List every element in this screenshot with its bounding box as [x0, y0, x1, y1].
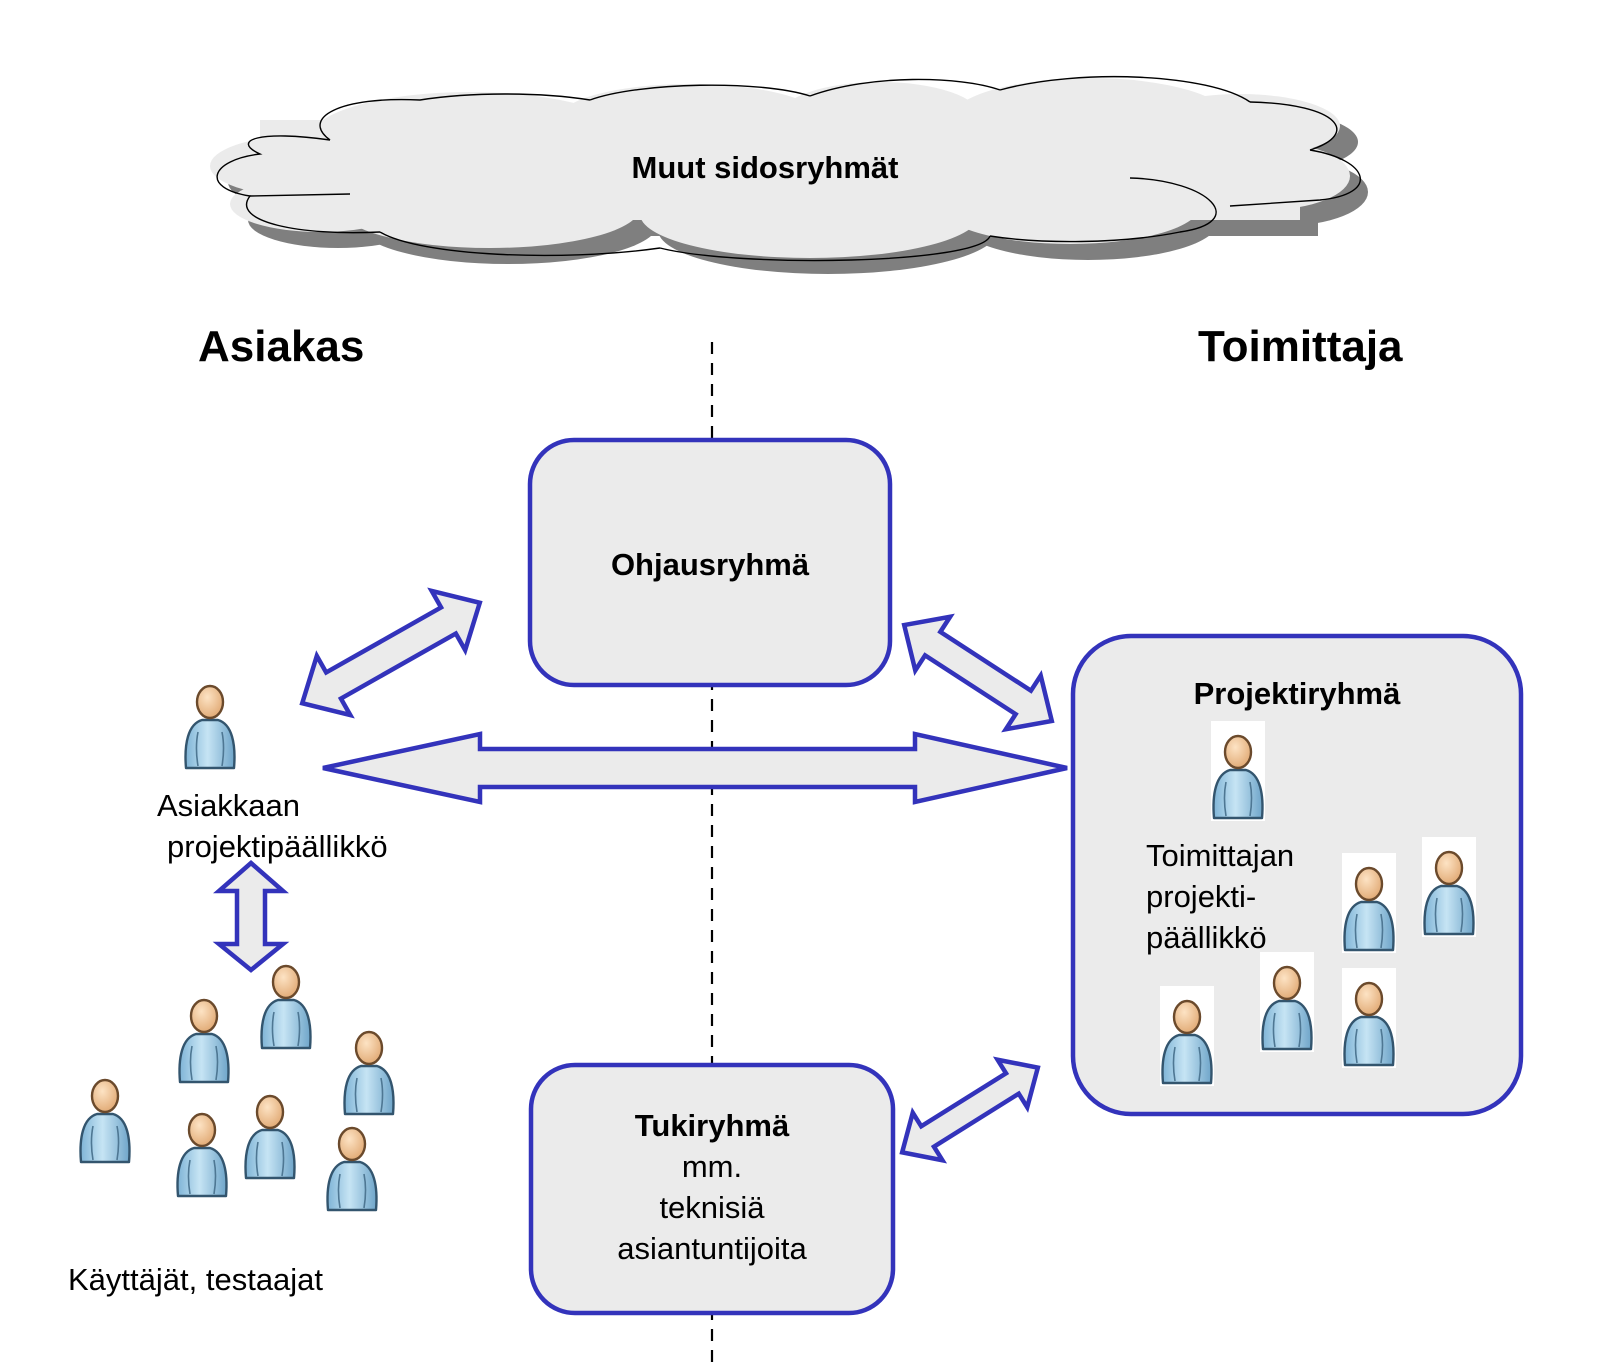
steering-group-box — [527, 437, 893, 688]
customer-side-title: Asiakas — [198, 322, 365, 371]
person-icon — [79, 1078, 131, 1164]
arrow-horizontal — [322, 731, 1068, 805]
person-icon — [343, 1030, 395, 1116]
person-icon — [184, 684, 236, 770]
supplier-persons — [1160, 721, 1476, 1086]
project-group-label: Projektiryhmä — [1193, 676, 1401, 711]
person-icon — [176, 1112, 228, 1198]
person-icon — [326, 1126, 378, 1212]
cloud-outline — [216, 75, 1361, 262]
support-group-box — [528, 1062, 896, 1316]
support-group-label: Tukiryhmä mm. teknisiä asiantuntijoita — [531, 1105, 893, 1269]
person-icon — [244, 1094, 296, 1180]
supplier-manager-label: Toimittajan projekti- päällikkö — [1146, 838, 1295, 955]
arrow-support-project — [899, 1056, 1041, 1164]
arrow-steering-project — [901, 613, 1055, 733]
customer-manager-label: Asiakkaan projektipäällikkö — [157, 788, 388, 864]
arrow-manager-users — [212, 860, 290, 973]
person-icon — [260, 964, 312, 1050]
person-icon — [178, 998, 230, 1084]
supplier-side-title: Toimittaja — [1198, 322, 1403, 371]
steering-group-label: Ohjausryhmä — [610, 547, 810, 582]
arrow-steering-customer — [299, 587, 483, 719]
cloud-label: Muut sidosryhmät — [631, 150, 899, 185]
support-group-title: Tukiryhmä — [634, 1108, 790, 1143]
cloud — [210, 78, 1350, 258]
users-label: Käyttäjät, testaajat — [68, 1262, 324, 1297]
